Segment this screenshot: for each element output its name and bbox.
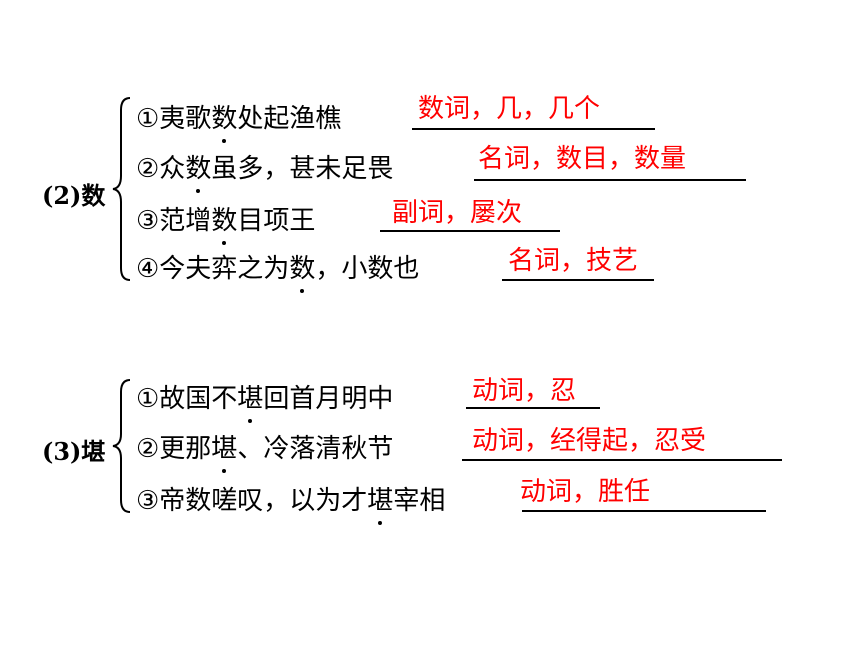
answer-text: 数词，几，几个 xyxy=(418,94,601,124)
sentence-item: ③帝数嗟叹，以为才堪宰相 xyxy=(136,480,445,525)
sentence-item: ①夷歌数处起渔樵 xyxy=(136,98,341,143)
key-char: 堪 xyxy=(211,428,237,473)
key-char: 堪 xyxy=(237,378,263,423)
answer-line xyxy=(462,459,782,461)
answer-line xyxy=(380,230,560,232)
sentence-item: ④今夫弈之为数，小数也 xyxy=(136,248,419,293)
answer-line xyxy=(522,510,766,512)
brace-icon xyxy=(112,97,131,281)
answer-text: 动词，经得起，忍受 xyxy=(472,426,707,456)
answer-text: 名词，技艺 xyxy=(508,246,639,276)
sentence-item: ③范增数目项王 xyxy=(136,200,315,245)
answer-text: 动词，胜任 xyxy=(520,477,651,507)
group-label: (2)数 xyxy=(42,181,106,210)
answer-line xyxy=(412,128,655,130)
brace-icon xyxy=(112,379,131,513)
answer-line xyxy=(466,407,600,409)
key-char: 数 xyxy=(185,148,211,193)
answer-text: 名词，数目，数量 xyxy=(478,144,687,174)
sentence-item: ②更那堪、冷落清秋节 xyxy=(136,428,393,473)
answer-text: 副词，屡次 xyxy=(392,198,523,228)
key-char: 数 xyxy=(289,248,315,293)
key-char: 堪 xyxy=(367,480,393,525)
sentence-item: ①故国不堪回首月明中 xyxy=(136,378,393,423)
group-label: (3)堪 xyxy=(42,437,106,466)
key-char: 数 xyxy=(211,98,237,143)
key-char: 数 xyxy=(211,200,237,245)
answer-text: 动词，忍 xyxy=(472,376,577,406)
sentence-item: ②众数虽多，甚未足畏 xyxy=(136,148,393,193)
answer-line xyxy=(502,279,654,281)
answer-line xyxy=(474,179,746,181)
